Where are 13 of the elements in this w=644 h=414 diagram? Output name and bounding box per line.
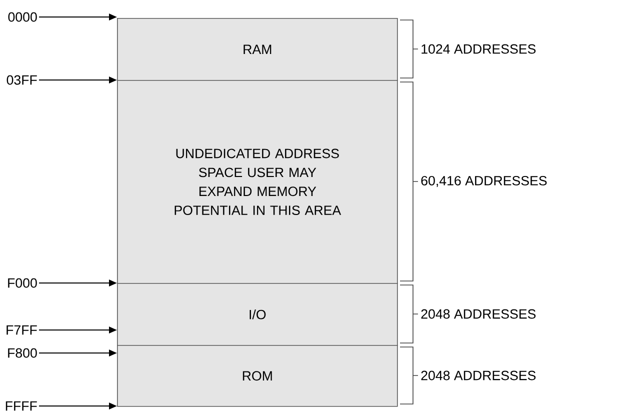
memory-block: RAM — [117, 18, 398, 81]
address-label: 0000 — [8, 12, 37, 22]
size-label: 2048 ADDRESSES — [421, 309, 536, 319]
memory-block: ROM — [117, 345, 398, 407]
address-label: F800 — [8, 348, 37, 358]
memory-block: I/O — [117, 283, 398, 346]
address-label: F7FF — [6, 325, 37, 335]
address-label: FFFF — [6, 401, 37, 411]
size-label: 60,416 ADDRESSES — [421, 176, 547, 187]
address-label: F000 — [8, 278, 37, 288]
address-label: 03FF — [6, 75, 37, 85]
size-label: 1024 ADDRESSES — [422, 44, 536, 54]
size-label: 2048 ADDRESSES — [421, 370, 536, 380]
